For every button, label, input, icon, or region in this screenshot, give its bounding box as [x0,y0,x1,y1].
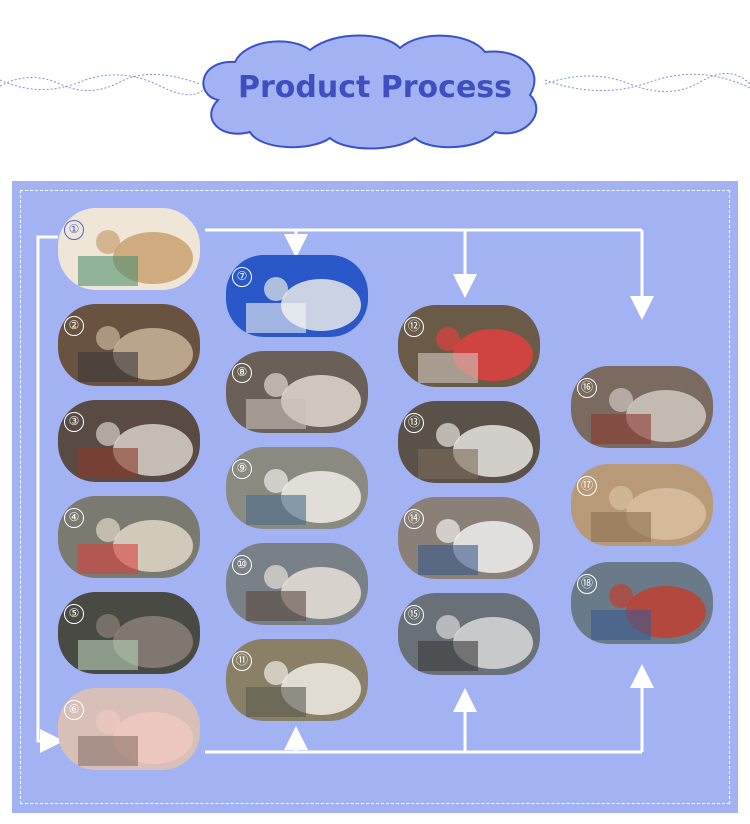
step-photo-2: ② [58,304,200,386]
step-number: ⑦ [232,267,252,287]
page-title: Product Process [237,70,513,105]
step-number: ⑮ [404,605,424,625]
step-number: ① [64,220,84,240]
step-photo-14: ⑭ [398,497,540,579]
step-photo-7: ⑦ [226,255,368,337]
step-scene-8 [226,351,368,433]
step-photo-11: ⑪ [226,639,368,721]
step-number: ⑪ [232,651,252,671]
step-number: ⑫ [404,317,424,337]
step-photo-4: ④ [58,496,200,578]
step-scene-5 [58,592,200,674]
step-photo-16: ⑯ [571,366,713,448]
step-number: ② [64,316,84,336]
step-photo-1: ① [58,208,200,290]
step-photo-10: ⑩ [226,543,368,625]
step-number: ④ [64,508,84,528]
step-number: ⑧ [232,363,252,383]
step-scene-4 [58,496,200,578]
step-photo-12: ⑫ [398,305,540,387]
step-number: ⑩ [232,555,252,575]
step-scene-1 [58,208,200,290]
step-scene-15 [398,593,540,675]
arrow-left-loop [36,235,64,753]
step-photo-9: ⑨ [226,447,368,529]
step-scene-3 [58,400,200,482]
step-photo-13: ⑬ [398,401,540,483]
step-scene-10 [226,543,368,625]
step-scene-16 [571,366,713,448]
step-scene-7 [226,255,368,337]
step-number: ⑯ [577,378,597,398]
step-scene-17 [571,464,713,546]
step-photo-8: ⑧ [226,351,368,433]
step-photo-6: ⑥ [58,688,200,770]
step-scene-6 [58,688,200,770]
step-number: ⑰ [577,476,597,496]
step-number: ③ [64,412,84,432]
step-photo-15: ⑮ [398,593,540,675]
step-scene-11 [226,639,368,721]
step-number: ⑬ [404,413,424,433]
title-cloud [202,34,538,150]
header: Product Process [0,0,750,170]
panel-dashed-border [20,190,730,804]
step-photo-17: ⑰ [571,464,713,546]
step-number: ⑥ [64,700,84,720]
step-scene-9 [226,447,368,529]
step-scene-14 [398,497,540,579]
step-number: ⑱ [577,574,597,594]
step-photo-3: ③ [58,400,200,482]
step-photo-5: ⑤ [58,592,200,674]
step-scene-18 [571,562,713,644]
step-scene-13 [398,401,540,483]
step-number: ⑭ [404,509,424,529]
header-decoration [0,34,750,150]
step-number: ⑤ [64,604,84,624]
step-scene-2 [58,304,200,386]
step-scene-12 [398,305,540,387]
step-number: ⑨ [232,459,252,479]
step-photo-18: ⑱ [571,562,713,644]
